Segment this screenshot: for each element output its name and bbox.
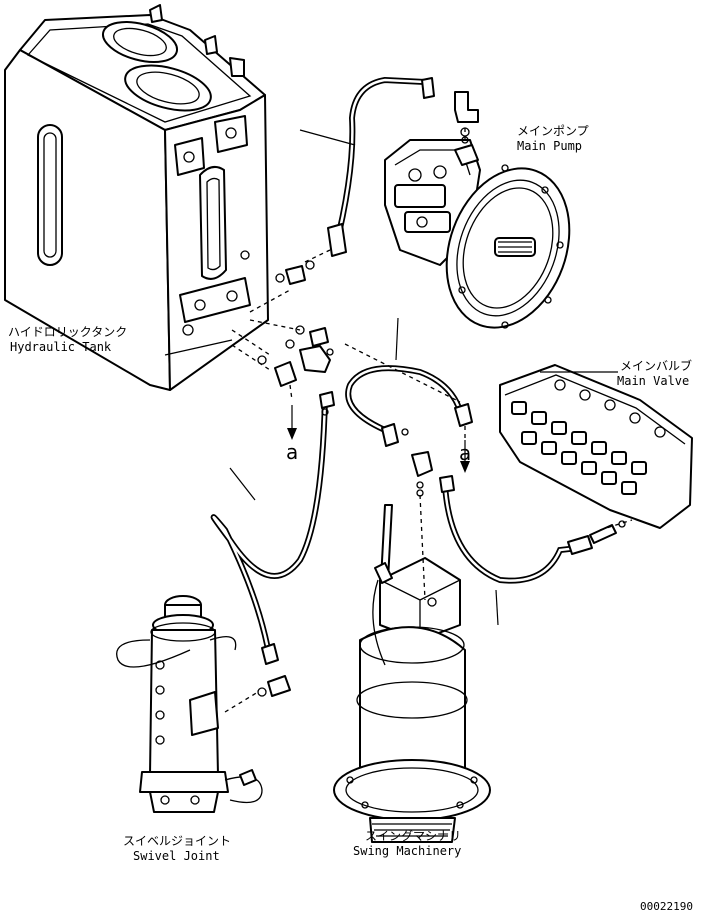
leader-lines — [164, 129, 618, 626]
main-pump — [384, 91, 571, 329]
fittings — [257, 77, 593, 665]
valve-spools — [511, 379, 666, 495]
main-valve — [499, 364, 693, 544]
swivel-joint — [116, 595, 291, 813]
a-arrows — [287, 405, 470, 473]
swing-machinery — [333, 504, 491, 843]
hoses — [210, 76, 581, 663]
main-pump-label-jp: メインポンプ — [517, 124, 589, 138]
hydraulic-tank-label-en: Hydraulic Tank — [10, 340, 112, 354]
drawing-number: 00022190 — [640, 900, 693, 913]
dashed-connection-lines — [224, 128, 633, 713]
hydraulic-tank-label-jp: ハイドロリックタンク — [8, 325, 128, 339]
swing-machinery-label-en: Swing Machinery — [353, 844, 462, 858]
main-valve-label-jp: メインバルブ — [620, 359, 693, 373]
main-pump-label-en: Main Pump — [517, 139, 583, 153]
marker-a-right: a — [459, 441, 472, 465]
hydraulic-tank — [4, 4, 269, 391]
swivel-joint-label-en: Swivel Joint — [133, 849, 220, 863]
swivel-joint-label-jp: スイベルジョイント — [123, 834, 232, 848]
main-valve-label-en: Main Valve — [617, 374, 690, 388]
marker-a-left: a — [286, 440, 299, 464]
swing-machinery-label-jp: スイングマシナリ — [365, 829, 462, 843]
